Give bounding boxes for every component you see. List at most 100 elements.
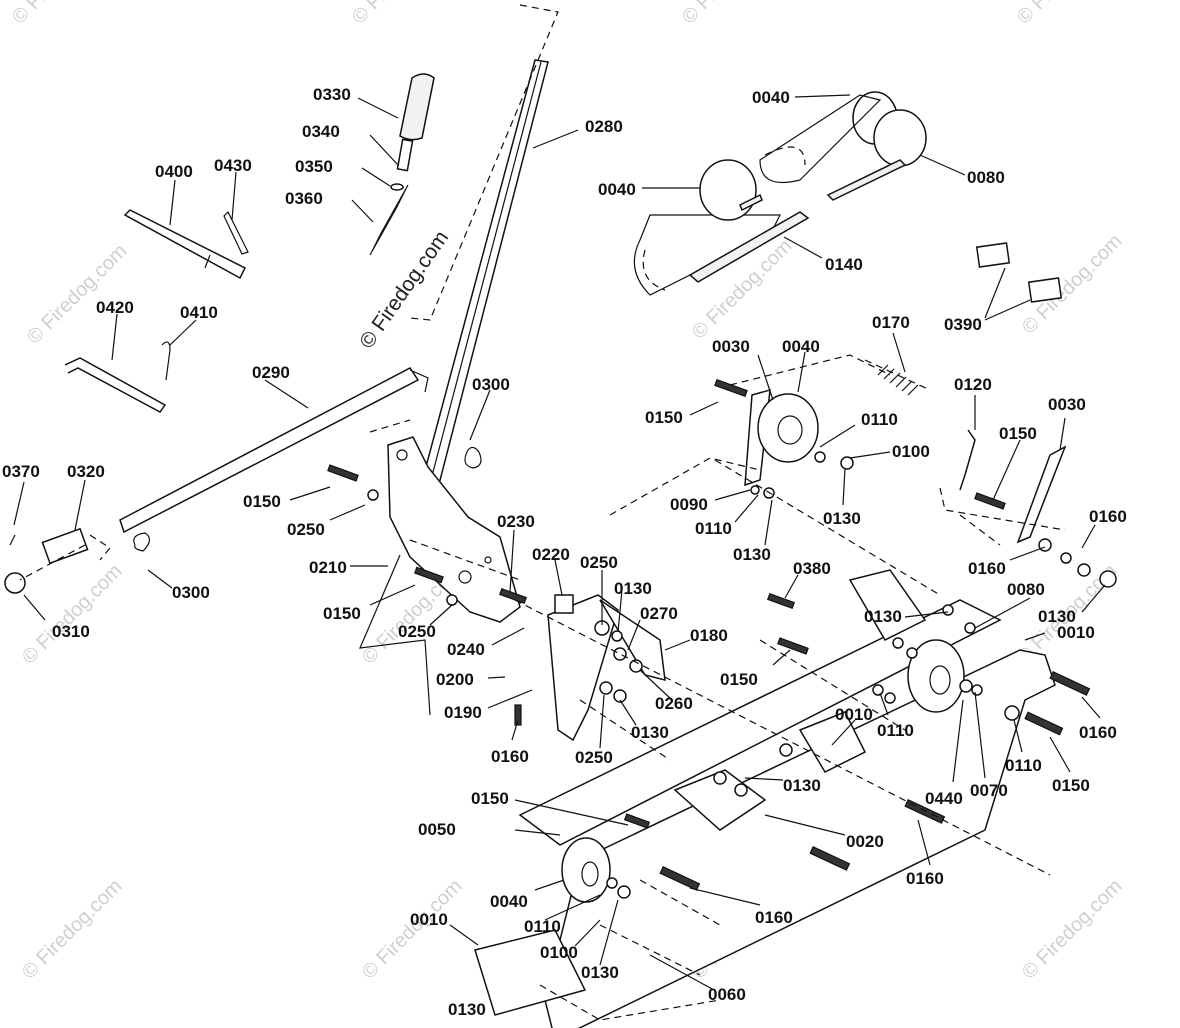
watermark-main: © Firedog.com: [355, 227, 453, 353]
callout: 0150: [1052, 776, 1090, 795]
callout: 0130: [581, 963, 619, 982]
callout: 0010: [1057, 623, 1095, 642]
callout: 0150: [471, 789, 509, 808]
callout: 0010: [835, 705, 873, 724]
deck-plate: [848, 569, 927, 641]
callout: 0130: [783, 776, 821, 795]
pad: [975, 242, 1011, 268]
callout: 0200: [436, 670, 474, 689]
callout: 0130: [631, 723, 669, 742]
watermark: © Firedog.com: [358, 875, 467, 984]
callout: 0170: [872, 313, 910, 332]
handle-grip: [399, 73, 435, 141]
deck-plate: [474, 929, 587, 1016]
tension-spring: [877, 364, 919, 396]
callout: 0230: [497, 512, 535, 531]
idler-pulley: [561, 837, 611, 903]
callout: 0270: [640, 604, 678, 623]
callout: 0040: [598, 180, 636, 199]
deck-side-plate: [518, 599, 1002, 846]
callout: 0250: [575, 748, 613, 767]
callout: 0130: [864, 607, 902, 626]
washer: [390, 183, 404, 191]
callout: 0370: [2, 462, 40, 481]
callout: 0210: [309, 558, 347, 577]
watermark: © Firedog.com: [348, 0, 457, 29]
callout: 0410: [180, 303, 218, 322]
callout: 0040: [782, 337, 820, 356]
watermark: © Firedog.com: [678, 0, 787, 29]
callout: 0180: [690, 626, 728, 645]
callout: 0050: [418, 820, 456, 839]
callout: 0030: [1048, 395, 1086, 414]
pivot-pin: [123, 209, 247, 280]
callout: 0110: [524, 917, 561, 936]
callout: 0150: [645, 408, 683, 427]
callout: 0060: [708, 985, 746, 1004]
grip-sleeve: [396, 138, 414, 172]
callout: 0280: [585, 117, 623, 136]
callout: 0250: [287, 520, 325, 539]
callout: 0070: [970, 781, 1008, 800]
callout: 0160: [906, 869, 944, 888]
callout: 0150: [323, 604, 361, 623]
height-rod: [119, 367, 420, 534]
idler-pulley: [757, 393, 819, 463]
idler-pulley: [699, 159, 757, 221]
callout: 0260: [655, 694, 693, 713]
callout: 0250: [580, 553, 618, 572]
callout: 0160: [755, 908, 793, 927]
callout-labels: 0330 0340 0350 0360 0400 0430 0420 0410 …: [2, 85, 1127, 1019]
callout: 0150: [243, 492, 281, 511]
callout: 0150: [720, 670, 758, 689]
callout: 0130: [733, 545, 771, 564]
callout: 0110: [695, 519, 732, 538]
callout: 0360: [285, 189, 323, 208]
callout: 0300: [472, 375, 510, 394]
pad: [1027, 277, 1063, 303]
callout: 0440: [925, 789, 963, 808]
callout: 0380: [793, 559, 831, 578]
spring-clip: [464, 446, 482, 469]
callout: 0190: [444, 703, 482, 722]
callout: 0080: [1007, 580, 1045, 599]
callout: 0390: [944, 315, 982, 334]
leader-lines: [13, 94, 1106, 991]
callout: 0110: [861, 410, 898, 429]
mount-bracket: [547, 594, 619, 742]
callout: 0040: [752, 88, 790, 107]
callout: 0420: [96, 298, 134, 317]
bolts: [327, 378, 1091, 891]
callout: 0010: [410, 910, 448, 929]
belt-guard: [826, 159, 907, 201]
idler-pulley: [873, 109, 927, 167]
deck-side-plate: [544, 649, 1056, 1028]
callout: 0130: [614, 579, 652, 598]
callout: 0130: [1038, 607, 1076, 626]
bracket: [959, 429, 976, 491]
callout: 0430: [214, 156, 252, 175]
callout: 0140: [825, 255, 863, 274]
hairpin: [161, 341, 171, 381]
callout: 0320: [67, 462, 105, 481]
belt-guard: [688, 211, 810, 283]
callout: 0020: [846, 832, 884, 851]
callout: 0300: [172, 583, 210, 602]
callout: 0110: [877, 721, 914, 740]
callout: 0160: [491, 747, 529, 766]
callout: 0130: [448, 1000, 486, 1019]
callout: 0110: [1005, 756, 1042, 775]
callout: 0330: [313, 85, 351, 104]
watermark: © Firedog.com: [18, 560, 127, 669]
idler-arm: [1016, 445, 1067, 544]
callout: 0080: [967, 168, 1005, 187]
callout: 0160: [968, 559, 1006, 578]
callout: 0400: [155, 162, 193, 181]
spring: [369, 184, 409, 256]
watermark: © Firedog.com: [1013, 0, 1122, 29]
callout: 0310: [52, 622, 90, 641]
watermark: © Firedog.com: [8, 0, 117, 29]
callout: 0160: [1079, 723, 1117, 742]
callout: 0100: [892, 442, 930, 461]
